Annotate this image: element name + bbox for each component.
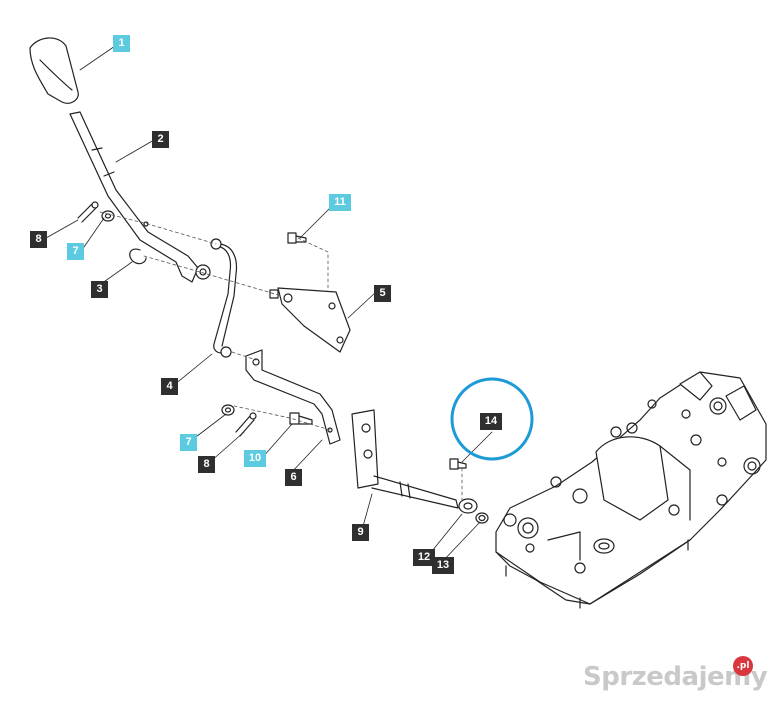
bolt-part-10 — [289, 412, 313, 425]
callout-8-upper: 8 — [30, 231, 47, 248]
callout-9: 9 — [352, 524, 369, 541]
leader-lines — [45, 43, 493, 563]
washer-part-13 — [475, 512, 489, 524]
callout-10: 10 — [244, 450, 266, 467]
callout-11: 11 — [329, 194, 351, 211]
lever-part-2 — [69, 111, 211, 283]
callout-14: 14 — [480, 413, 502, 430]
circlip-part-3 — [129, 248, 147, 265]
callout-2: 2 — [152, 131, 169, 148]
knob-part-1 — [29, 37, 79, 104]
shaft-part-9 — [351, 409, 459, 509]
callout-5: 5 — [374, 285, 391, 302]
callout-12: 12 — [413, 549, 435, 566]
callout-4: 4 — [161, 378, 178, 395]
callout-7-upper: 7 — [67, 243, 84, 260]
bracket-plate-part-5 — [269, 287, 351, 353]
hydraulic-housing — [495, 371, 767, 609]
callout-13: 13 — [432, 557, 454, 574]
callout-3: 3 — [91, 281, 108, 298]
washer-part-7-lower — [221, 404, 235, 416]
callout-7-lower: 7 — [180, 434, 197, 451]
watermark-badge: .pl — [733, 656, 753, 676]
callout-6: 6 — [285, 469, 302, 486]
washer-part-12 — [458, 498, 478, 514]
assembly-lines — [99, 211, 463, 503]
callout-8-lower: 8 — [198, 456, 215, 473]
washer-part-7-upper — [101, 210, 115, 222]
link-rod-part-4 — [210, 238, 238, 358]
highlight-circle — [450, 377, 534, 461]
split-pin-part-8-upper — [77, 201, 99, 223]
lever-arm-part-6 — [245, 349, 341, 445]
callout-1: 1 — [113, 35, 130, 52]
split-pin-part-8-lower — [235, 412, 257, 437]
